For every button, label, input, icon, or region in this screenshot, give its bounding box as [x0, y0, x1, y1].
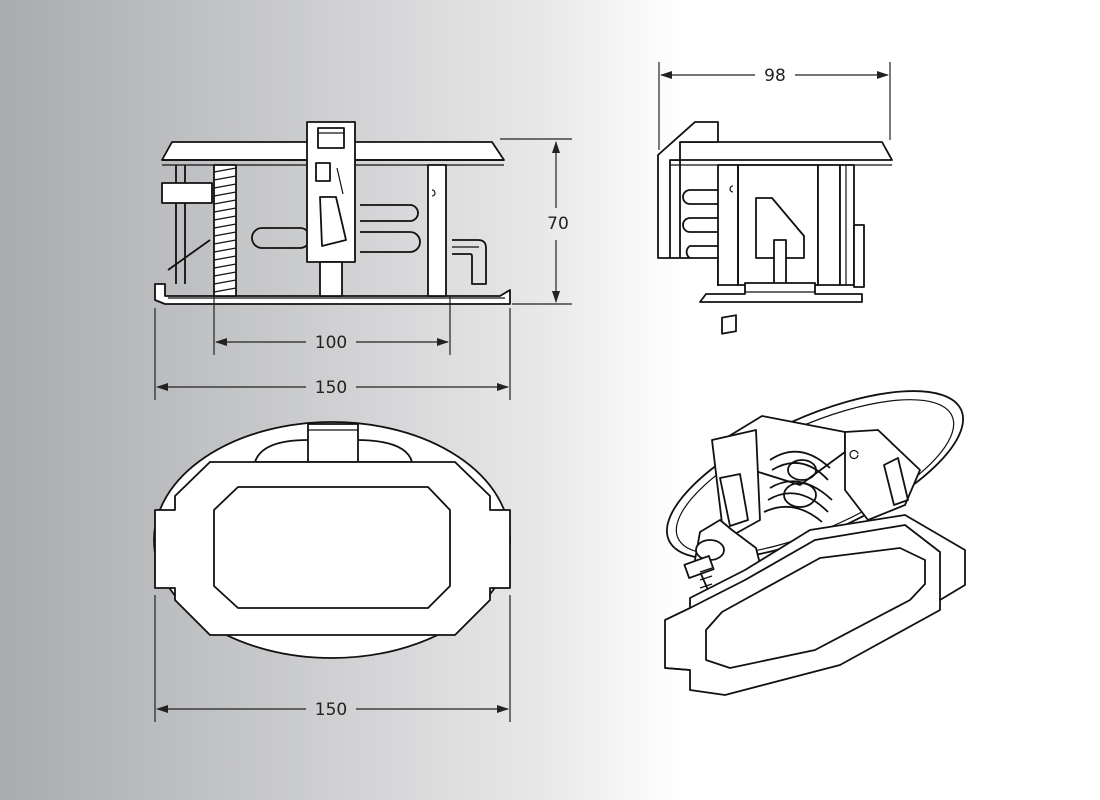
side-view: [657, 121, 893, 303]
dimension-inner-width-label: 100: [315, 333, 347, 353]
isometric-view: [664, 314, 966, 696]
front-dimensions: [154, 138, 572, 400]
dimension-side-width-label: 98: [764, 66, 786, 86]
top-dimensions: [154, 595, 511, 722]
dimension-total-width-label: 150: [315, 378, 347, 398]
dimension-top-width-label: 150: [315, 700, 347, 720]
side-dimensions: [658, 62, 891, 150]
dimension-height-label: 70: [547, 214, 569, 234]
front-view: [154, 121, 511, 305]
top-view: [153, 421, 511, 659]
